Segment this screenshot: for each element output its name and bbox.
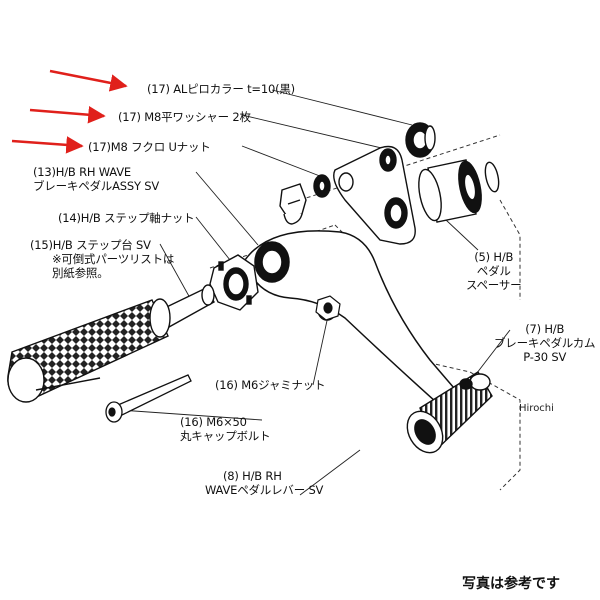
label-cap-bolt-line1: (16) M6×50	[180, 415, 247, 429]
label-pedal-spacer-line3: スペーサー	[466, 278, 522, 292]
label-brake-cam: (7) H/B ブレーキペダルカム P-30 SV	[494, 322, 596, 364]
pedal-spacer-part	[418, 159, 500, 223]
label-brake-cam-line3: P-30 SV	[523, 350, 567, 364]
label-step-base: (15)H/B ステップ台 SV ※可倒式パーツリストは 別紙参照。	[30, 238, 174, 280]
label-pedal-lever-line2: WAVEペダルレバー SV	[205, 483, 324, 497]
brake-pedal-plate-part	[333, 145, 416, 245]
label-brake-cam-line2: ブレーキペダルカム	[494, 336, 596, 350]
label-brake-cam-line1: (7) H/B	[525, 322, 565, 336]
red-arrow-2	[29, 106, 106, 124]
step-peg-part	[7, 284, 215, 403]
label-pedal-lever-line1: (8) H/B RH	[223, 469, 282, 483]
label-brake-pedal-assy-line1: (13)H/B RH WAVE	[33, 165, 131, 179]
label-cap-nut: (17)M8 フクロ Uナット	[88, 140, 211, 154]
label-cap-bolt-line2: 丸キャップボルト	[180, 429, 271, 443]
label-cap-bolt: (16) M6×50 丸キャップボルト	[180, 415, 271, 443]
label-flat-washer: (17) M8平ワッシャー 2枚	[118, 110, 251, 124]
label-pedal-spacer: (5) H/B ペダル スペーサー	[466, 250, 522, 292]
label-step-shaft-nut: (14)H/B ステップ軸ナット	[58, 211, 195, 225]
label-pillow-collar: (17) ALピロカラー t=10(黒)	[147, 82, 295, 96]
label-brake-pedal-assy-line2: ブレーキペダルASSY SV	[33, 179, 160, 193]
label-pedal-lever: (8) H/B RH WAVEペダルレバー SV	[205, 469, 323, 497]
red-arrow-3	[11, 136, 84, 154]
red-arrow-1	[49, 69, 128, 92]
label-brake-pedal-assy: (13)H/B RH WAVE ブレーキペダルASSY SV	[33, 165, 159, 193]
label-jam-nut: (16) M6ジャミナット	[215, 378, 326, 392]
cap-bolt-part	[105, 374, 192, 423]
jam-nut-part	[315, 295, 341, 321]
brake-cam-part	[406, 371, 493, 454]
leader-lines	[119, 89, 511, 496]
label-pedal-spacer-line2: ペダル	[476, 264, 511, 278]
washer-collar-parts	[313, 122, 436, 198]
watermark: Hirochi	[519, 403, 554, 414]
reference-photo-note: 写真は参考です	[462, 576, 560, 592]
label-pedal-spacer-line1: (5) H/B	[474, 250, 514, 264]
red-arrow-group	[11, 69, 128, 154]
cap-nut-part	[279, 183, 307, 225]
label-step-base-note2: 別紙参照。	[52, 266, 109, 280]
step-shaft-nut-part	[209, 254, 259, 311]
label-step-base-line1: (15)H/B ステップ台 SV	[30, 238, 151, 252]
label-step-base-note1: ※可倒式パーツリストは	[52, 252, 175, 266]
